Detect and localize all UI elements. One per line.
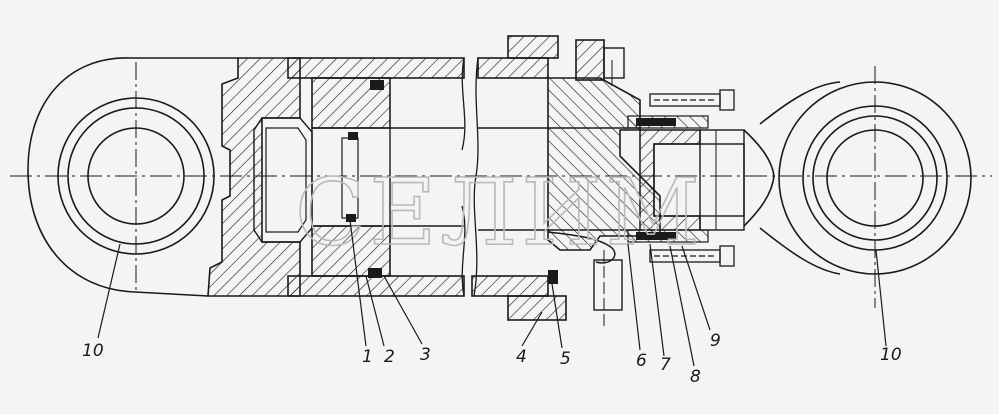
seal-5 xyxy=(548,270,558,284)
piston xyxy=(311,77,391,277)
bottom-boss xyxy=(253,117,313,243)
label-10-left: 10 xyxy=(82,341,104,361)
label-7: 7 xyxy=(660,355,671,375)
seal-3 xyxy=(368,268,382,278)
label-5: 5 xyxy=(560,349,571,369)
barrel-top-wall xyxy=(287,57,465,79)
label-6: 6 xyxy=(636,351,647,371)
label-2: 2 xyxy=(384,347,395,367)
label-10-right: 10 xyxy=(880,345,902,365)
flange-top xyxy=(507,35,559,59)
seal-2 xyxy=(348,132,358,140)
left-eye xyxy=(27,57,238,297)
piston-rod xyxy=(478,127,640,264)
label-1: 1 xyxy=(362,347,373,367)
label-8: 8 xyxy=(690,367,701,387)
leader-lines xyxy=(97,219,887,367)
watermark: СЕЛИМ xyxy=(295,159,704,266)
barrel-bottom-wall xyxy=(287,275,465,297)
seal-pack xyxy=(627,115,709,243)
right-eye xyxy=(743,66,972,308)
label-4: 4 xyxy=(516,347,527,367)
seal-1 xyxy=(346,214,356,222)
label-3: 3 xyxy=(420,345,431,365)
label-9: 9 xyxy=(710,331,721,351)
